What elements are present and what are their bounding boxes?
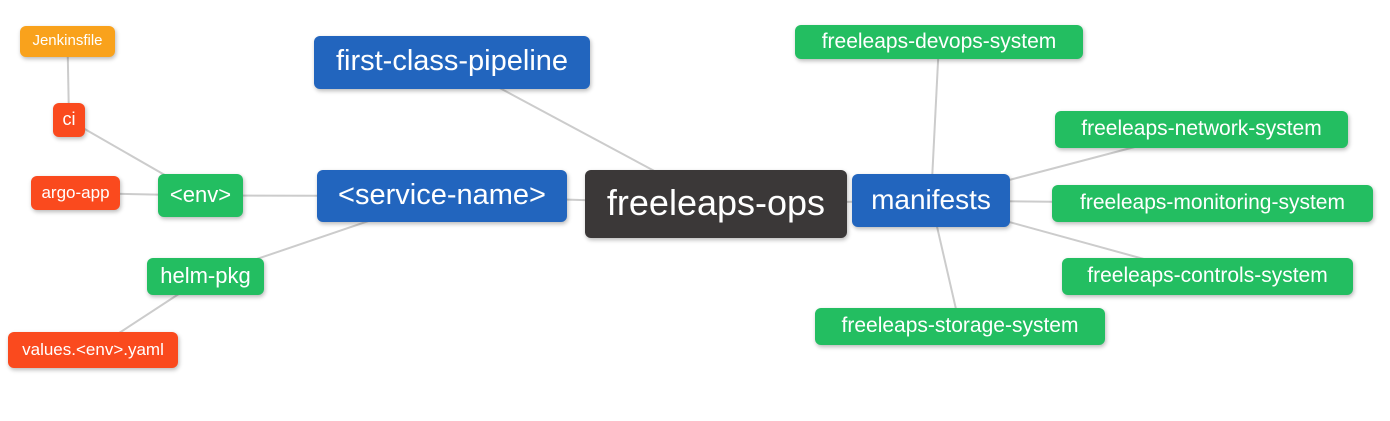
node-label: freeleaps-controls-system	[1087, 264, 1328, 287]
node-label: values.<env>.yaml	[22, 339, 164, 359]
node-env[interactable]: <env>	[158, 174, 243, 217]
node-label: freeleaps-storage-system	[841, 314, 1079, 337]
node-label: first-class-pipeline	[335, 45, 569, 77]
node-freeleaps-storage-system[interactable]: freeleaps-storage-system	[815, 308, 1105, 345]
node-freeleaps-network-system[interactable]: freeleaps-network-system	[1055, 111, 1348, 148]
node-helm-pkg[interactable]: helm-pkg	[147, 258, 264, 295]
node-label: argo-app	[41, 182, 110, 202]
node-label: freeleaps-network-system	[1081, 117, 1322, 140]
node-label: <env>	[169, 181, 232, 207]
node-argo-app[interactable]: argo-app	[31, 176, 120, 210]
node-label: freeleaps-monitoring-system	[1080, 191, 1345, 214]
node-label: freeleaps-devops-system	[821, 29, 1057, 53]
node-label: ci	[62, 109, 76, 129]
node-freeleaps-monitoring-system[interactable]: freeleaps-monitoring-system	[1052, 185, 1373, 222]
node-label: helm-pkg	[160, 262, 251, 288]
node-label: freeleaps-ops	[606, 182, 826, 223]
node-manifests[interactable]: manifests	[852, 174, 1010, 227]
node-freeleaps-ops[interactable]: freeleaps-ops	[585, 170, 847, 238]
node-values-env-yaml[interactable]: values.<env>.yaml	[8, 332, 178, 368]
node-service-name[interactable]: <service-name>	[317, 170, 567, 222]
node-jenkinsfile[interactable]: Jenkinsfile	[20, 26, 115, 57]
node-label: <service-name>	[338, 178, 546, 211]
node-freeleaps-devops-system[interactable]: freeleaps-devops-system	[795, 25, 1083, 59]
node-freeleaps-controls-system[interactable]: freeleaps-controls-system	[1062, 258, 1353, 295]
node-ci[interactable]: ci	[53, 103, 85, 137]
node-label: Jenkinsfile	[32, 32, 103, 49]
node-label: manifests	[871, 183, 991, 215]
node-first-class-pipeline[interactable]: first-class-pipeline	[314, 36, 590, 89]
